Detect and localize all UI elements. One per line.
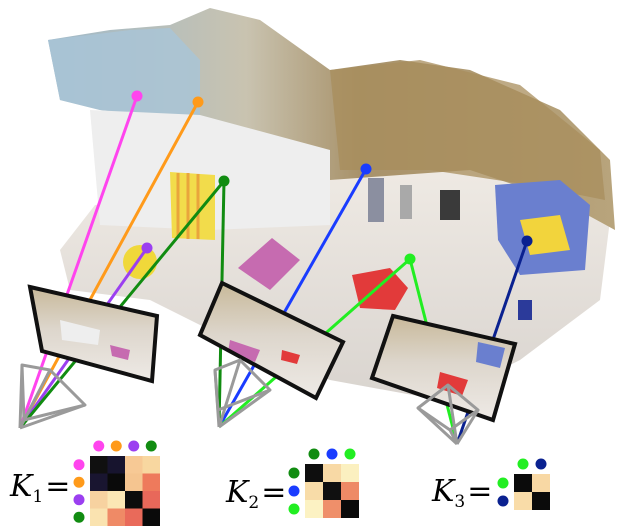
matrix-cell	[90, 473, 108, 491]
cardboard-wall	[330, 60, 605, 200]
purple-keypoint	[141, 242, 153, 254]
bright_green-row-dot	[497, 477, 509, 489]
camera-2-image	[197, 280, 346, 401]
orange-row-dot	[73, 476, 85, 488]
matrix-cell	[341, 482, 359, 500]
bright_green-column-dot	[517, 458, 529, 470]
matrix-cell	[142, 508, 160, 526]
dark_green-column-dot	[308, 448, 320, 460]
camera-3-frame	[369, 313, 518, 423]
yellow-box	[170, 172, 215, 240]
blue-correspondence-line	[217, 168, 368, 428]
purple-column-dot	[128, 440, 140, 452]
orange-column-dot	[110, 440, 122, 452]
matrix-cell	[514, 474, 532, 492]
dark_green-row-dot	[73, 511, 85, 523]
matrix-cell	[125, 491, 143, 509]
matrix-cell	[142, 456, 160, 474]
camera-3-photo	[372, 316, 515, 420]
bright_green-row-dot	[288, 503, 300, 515]
matrix-cell	[107, 473, 125, 491]
matrix-2-label: K2=	[226, 475, 287, 513]
scene-keypoints	[131, 90, 533, 265]
blue-row-dot	[288, 485, 300, 497]
camera-2-frame	[197, 280, 346, 401]
affinity-matrix-2	[288, 448, 359, 518]
matrix-cell	[323, 500, 341, 518]
camera-3-frustum	[416, 383, 480, 446]
left-wall-panel	[48, 28, 200, 120]
matrix-cell	[532, 492, 550, 510]
matrix-cell	[125, 508, 143, 526]
matrix-cell	[90, 456, 108, 474]
bright_green-keypoint	[404, 253, 416, 265]
camera-2-photo	[200, 283, 343, 398]
navy-row-dot	[497, 495, 509, 507]
camera-3-image	[369, 313, 518, 423]
blue-column-dot	[326, 448, 338, 460]
magenta-column-dot	[93, 440, 105, 452]
affinity-matrix-3	[497, 458, 550, 510]
matrix-cell	[323, 464, 341, 482]
matrix-cell	[323, 482, 341, 500]
matrix-cell	[107, 456, 125, 474]
camera-1-frame	[27, 284, 160, 384]
blue-keypoint	[360, 163, 372, 175]
pink-card	[238, 238, 300, 290]
matrix-cell	[305, 500, 323, 518]
matrix-cell	[90, 491, 108, 509]
navy-keypoint	[521, 235, 533, 247]
matrix-cell	[532, 474, 550, 492]
matrix-cell	[514, 492, 532, 510]
dark_green-column-dot	[145, 440, 157, 452]
white-box	[90, 110, 330, 230]
matrix-cell	[305, 464, 323, 482]
dark_green-keypoint	[218, 175, 230, 187]
matrix-cell	[107, 491, 125, 509]
matrix-cell	[341, 464, 359, 482]
magenta-correspondence-line	[18, 95, 139, 429]
affinity-matrix-1	[73, 440, 160, 526]
matrix-cell	[341, 500, 359, 518]
bright_green-column-dot	[344, 448, 356, 460]
bottle	[368, 178, 384, 222]
dark_green-row-dot	[288, 467, 300, 479]
matrix-1-label: K1=	[10, 469, 71, 507]
camera-1-image	[27, 284, 160, 384]
matrix-cell	[125, 473, 143, 491]
affinity-matrices	[73, 440, 550, 526]
camera-2-frustum	[213, 358, 272, 429]
dark_green-correspondence-line	[18, 180, 226, 429]
bottle	[400, 185, 412, 219]
orange-keypoint	[192, 96, 204, 108]
camera-1-frustum	[18, 363, 87, 430]
matrix-cell	[142, 473, 160, 491]
purple-row-dot	[73, 494, 85, 506]
blue-object	[518, 300, 532, 320]
navy-column-dot	[535, 458, 547, 470]
matrix-cell	[90, 508, 108, 526]
matrix-cell	[125, 456, 143, 474]
matrix-cell	[305, 482, 323, 500]
matrix-cell	[107, 508, 125, 526]
magenta-row-dot	[73, 459, 85, 471]
magenta-keypoint	[131, 90, 143, 102]
bottle	[440, 190, 460, 220]
matrix-cell	[142, 491, 160, 509]
matrix-3-label: K3=	[432, 474, 493, 512]
